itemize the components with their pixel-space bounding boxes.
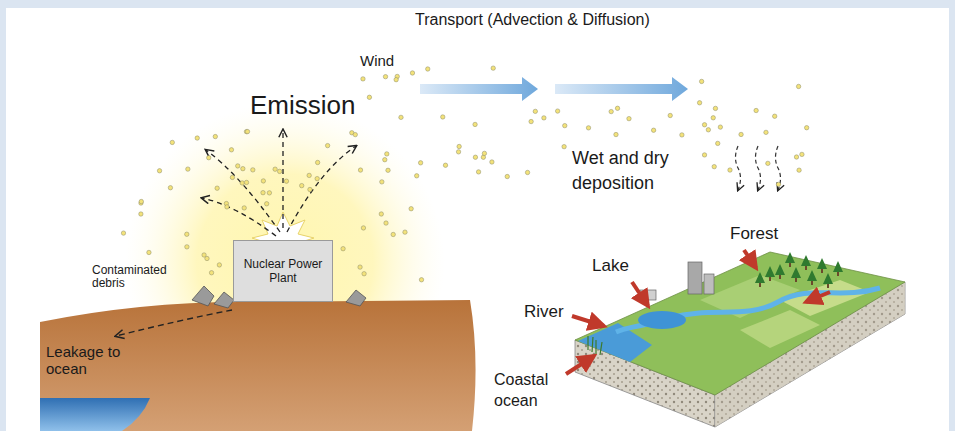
label: Lake: [592, 256, 629, 276]
label: Wind: [360, 52, 394, 70]
label: Contaminated debris: [92, 264, 180, 290]
leakage-arrow: [116, 310, 232, 336]
label: Transport (Advection & Diffusion): [415, 10, 650, 29]
label: Leakage to ocean: [46, 344, 132, 377]
particles: [121, 66, 809, 282]
ocean: [40, 398, 150, 431]
wind-arrow: [420, 77, 538, 101]
node-text: Nuclear Power Plant: [241, 257, 325, 286]
flow-arrows: [566, 250, 830, 374]
label: Forest: [730, 224, 778, 244]
ground: [40, 300, 476, 431]
emission-arrows: [202, 130, 356, 236]
landscape: [575, 252, 905, 427]
panel: [6, 8, 949, 431]
label: River: [524, 302, 564, 322]
wind-arrow: [555, 77, 688, 101]
forest-trees: [755, 252, 843, 288]
deposition-arrows: [736, 146, 781, 190]
label: Wet and dry deposition: [572, 146, 697, 196]
plant-box: Nuclear Power Plant: [233, 240, 333, 302]
label: Emission: [250, 90, 355, 121]
label: Coastal ocean: [494, 370, 562, 412]
